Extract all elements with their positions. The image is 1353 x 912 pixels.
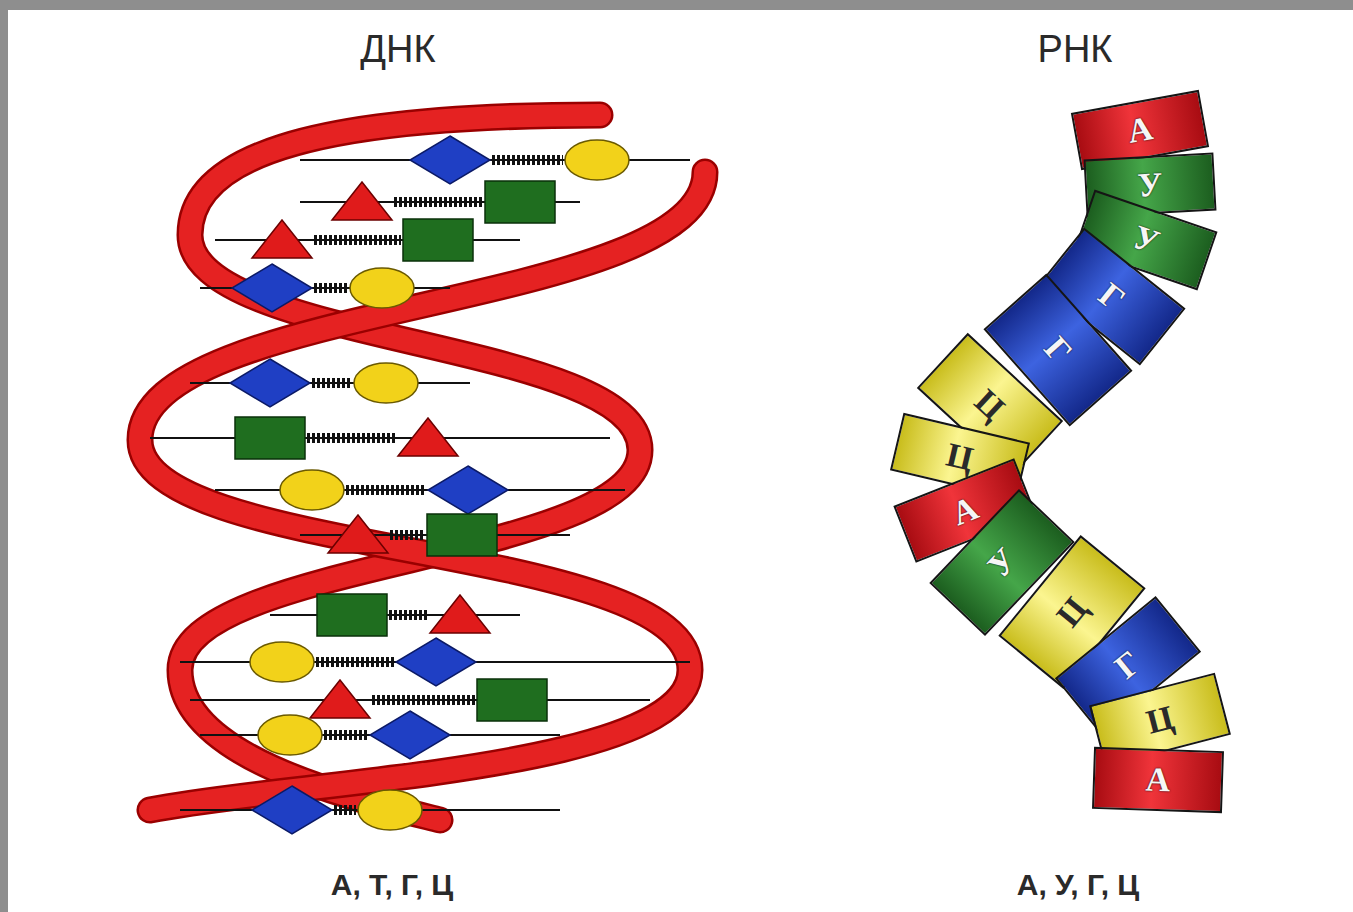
dna-bases: А, Т, Г, Ц [331, 868, 454, 901]
nucleotide-letter: Ц [1050, 591, 1093, 633]
nucleotide-letter: Ц [969, 383, 1012, 426]
nucleotide-letter: Г [1093, 276, 1131, 316]
nucleotide-letter: У [1129, 220, 1164, 260]
nucleotide-letter: Г [1038, 331, 1078, 370]
nucleotide-letter: Г [1109, 645, 1147, 685]
nucleotide-letter: А [947, 490, 982, 531]
nucleotide-letter: А [1125, 111, 1155, 149]
rna-heading: РНК [1038, 29, 1113, 71]
nucleotide-letter: У [981, 541, 1023, 583]
nucleotide-letter: Ц [943, 436, 977, 475]
nucleotide-letter: А [1145, 763, 1171, 798]
nucleotide-letter: Ц [1143, 700, 1177, 740]
rna-bases: А, У, Г, Ц [1017, 868, 1140, 901]
nucleotide-letter: У [1137, 167, 1164, 202]
rna-nucleotide: А [1092, 747, 1224, 813]
dna-heading: ДНК [360, 29, 435, 71]
